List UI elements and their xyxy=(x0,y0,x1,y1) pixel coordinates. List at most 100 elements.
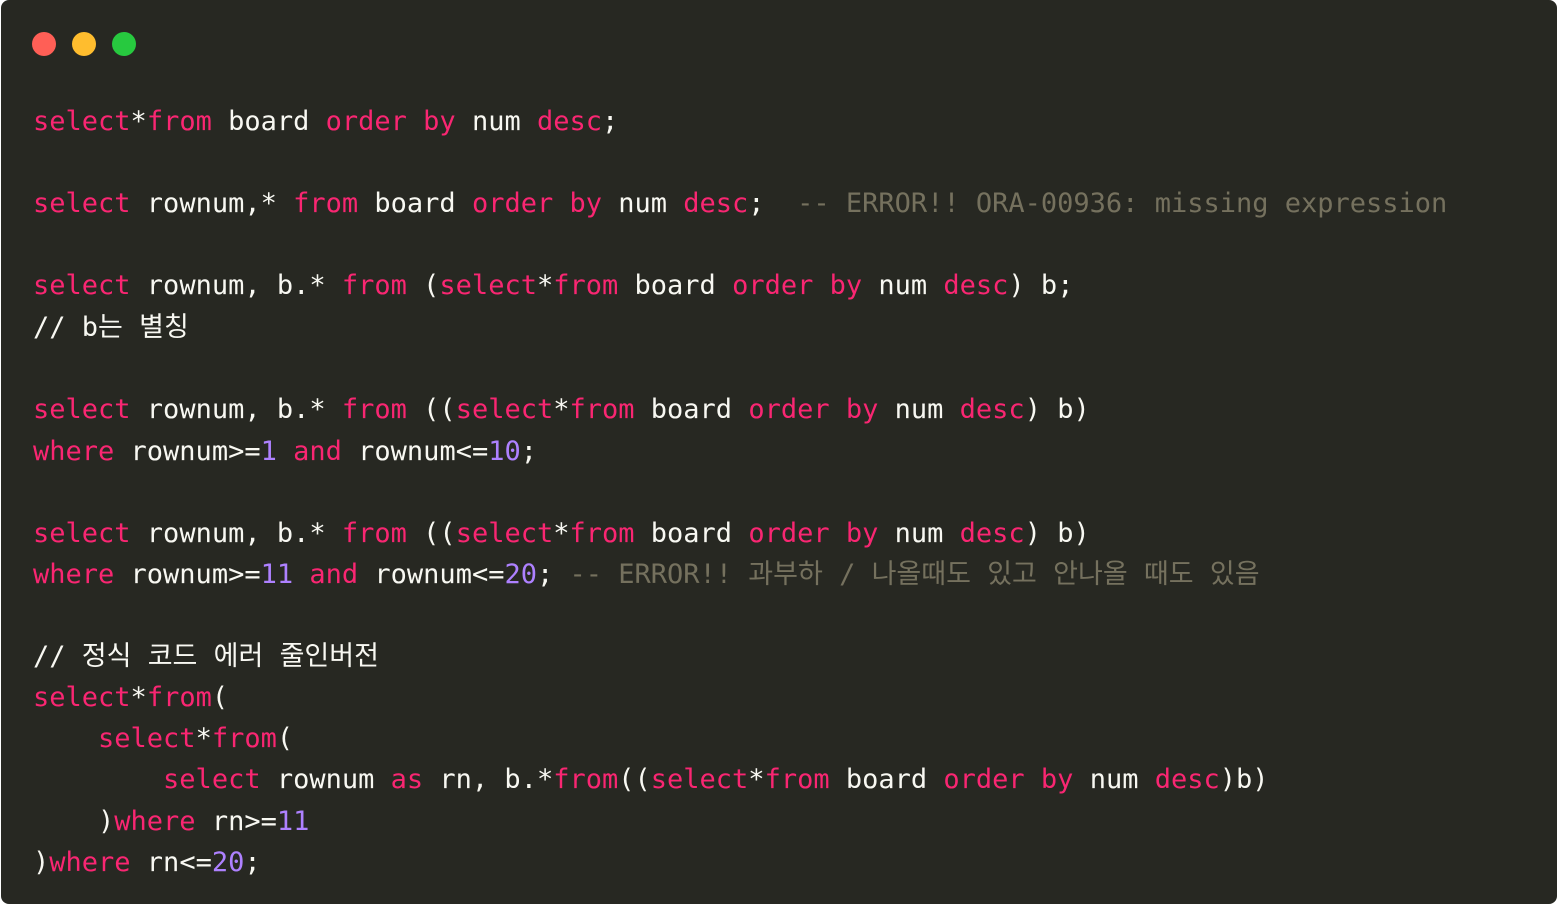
code-token: -- ERROR!! 과부하 / 나올때도 있고 안나올 때도 있음 xyxy=(569,559,1260,590)
code-token: ) xyxy=(33,847,50,878)
code-token: rownum>= xyxy=(114,559,261,590)
code-token: rownum xyxy=(260,764,391,795)
code-token: order by xyxy=(748,394,879,425)
code-line: where rownum>=11 and rownum<=20; -- ERRO… xyxy=(33,555,1260,595)
code-token: from xyxy=(764,764,830,795)
code-token: order by xyxy=(748,518,879,549)
code-token: rownum>= xyxy=(114,436,261,467)
code-token: where xyxy=(114,806,196,837)
code-token: desc xyxy=(959,518,1025,549)
code-token: where xyxy=(33,559,115,590)
code-token: ; xyxy=(748,188,798,219)
code-token: select xyxy=(33,270,131,301)
code-line: where rownum>=1 and rownum<=10; xyxy=(33,432,537,472)
code-token: ) b; xyxy=(1008,270,1074,301)
code-token: desc xyxy=(959,394,1025,425)
code-token: ; xyxy=(602,106,619,137)
code-token: desc xyxy=(536,106,602,137)
code-line: select*from board order by num desc; xyxy=(33,102,618,142)
code-token: from xyxy=(553,764,619,795)
code-token: and xyxy=(293,436,342,467)
code-token: from xyxy=(146,106,212,137)
code-token: from xyxy=(341,394,407,425)
code-token: select xyxy=(33,682,131,713)
code-token: rn<= xyxy=(130,847,212,878)
code-token: num xyxy=(601,188,684,219)
code-token: num xyxy=(878,394,960,425)
code-token: rownum,* xyxy=(130,188,294,219)
code-token: desc xyxy=(1154,764,1220,795)
code-token: // b는 별칭 xyxy=(33,312,189,343)
code-token: num xyxy=(862,270,944,301)
code-token: from xyxy=(553,270,619,301)
code-token: * xyxy=(130,682,147,713)
code-token: select xyxy=(650,764,749,795)
code-token xyxy=(293,559,309,590)
code-token: from xyxy=(146,682,212,713)
code-line: select rownum, b.* from (select*from boa… xyxy=(33,266,1073,306)
code-token: 1 xyxy=(260,436,277,467)
code-token: 20 xyxy=(211,847,245,878)
code-token: order by xyxy=(325,106,456,137)
code-token xyxy=(33,764,163,795)
code-token: ; xyxy=(244,847,261,878)
code-token: board xyxy=(634,518,749,549)
code-token: * xyxy=(553,394,570,425)
code-token: where xyxy=(49,847,131,878)
code-token: select xyxy=(163,764,261,795)
code-token: rownum, b.* xyxy=(130,270,342,301)
code-token: select xyxy=(455,518,554,549)
code-token: rn, b.* xyxy=(423,764,554,795)
code-token: order by xyxy=(471,188,602,219)
code-token: select xyxy=(455,394,554,425)
code-token: as xyxy=(390,764,424,795)
code-token: desc xyxy=(943,270,1009,301)
code-line: select rownum, b.* from ((select*from bo… xyxy=(33,390,1090,430)
code-token: select xyxy=(33,518,131,549)
code-token: 11 xyxy=(276,806,310,837)
code-token: // 정식 코드 에러 줄인버전 xyxy=(33,641,379,672)
code-token: board xyxy=(358,188,472,219)
code-line: select rownum as rn, b.*from((select*fro… xyxy=(33,760,1269,800)
code-token: 10 xyxy=(488,436,521,467)
code-token: ; xyxy=(536,559,570,590)
code-line: )where rn>=11 xyxy=(33,802,309,842)
code-token: (( xyxy=(406,394,456,425)
code-token: order by xyxy=(943,764,1074,795)
code-token: from xyxy=(211,723,277,754)
code-token: rownum, b.* xyxy=(130,394,342,425)
code-token: ) b) xyxy=(1024,518,1090,549)
code-token: from xyxy=(569,518,635,549)
code-token: )b) xyxy=(1219,764,1269,795)
code-token: ( xyxy=(276,723,294,754)
code-token: ) b) xyxy=(1024,394,1090,425)
code-token: board xyxy=(618,270,733,301)
close-button[interactable] xyxy=(32,32,56,56)
code-token: * xyxy=(536,270,554,301)
code-token: ; xyxy=(520,436,537,467)
code-token: num xyxy=(455,106,537,137)
code-token: select xyxy=(33,394,131,425)
code-token: rownum<= xyxy=(341,436,489,467)
code-token: select xyxy=(439,270,537,301)
code-token: ( xyxy=(211,682,229,713)
code-token: num xyxy=(1073,764,1155,795)
code-token: * xyxy=(553,518,570,549)
code-token: select xyxy=(98,723,196,754)
code-token: board xyxy=(211,106,326,137)
code-line: )where rn<=20; xyxy=(33,843,261,883)
code-token xyxy=(33,723,98,754)
minimize-button[interactable] xyxy=(72,32,96,56)
code-line: select*from( xyxy=(33,719,293,759)
maximize-button[interactable] xyxy=(112,32,136,56)
code-token: select xyxy=(33,106,131,137)
code-line: // 정식 코드 에러 줄인버전 xyxy=(33,637,379,677)
code-token: rownum, b.* xyxy=(130,518,342,549)
code-token: * xyxy=(195,723,212,754)
code-token: board xyxy=(829,764,944,795)
code-token: -- ERROR!! ORA-00936: missing expression xyxy=(797,188,1448,219)
code-token: 11 xyxy=(260,559,294,590)
code-token: from xyxy=(293,188,359,219)
code-line: // b는 별칭 xyxy=(33,308,189,348)
code-line: select rownum,* from board order by num … xyxy=(33,184,1447,224)
